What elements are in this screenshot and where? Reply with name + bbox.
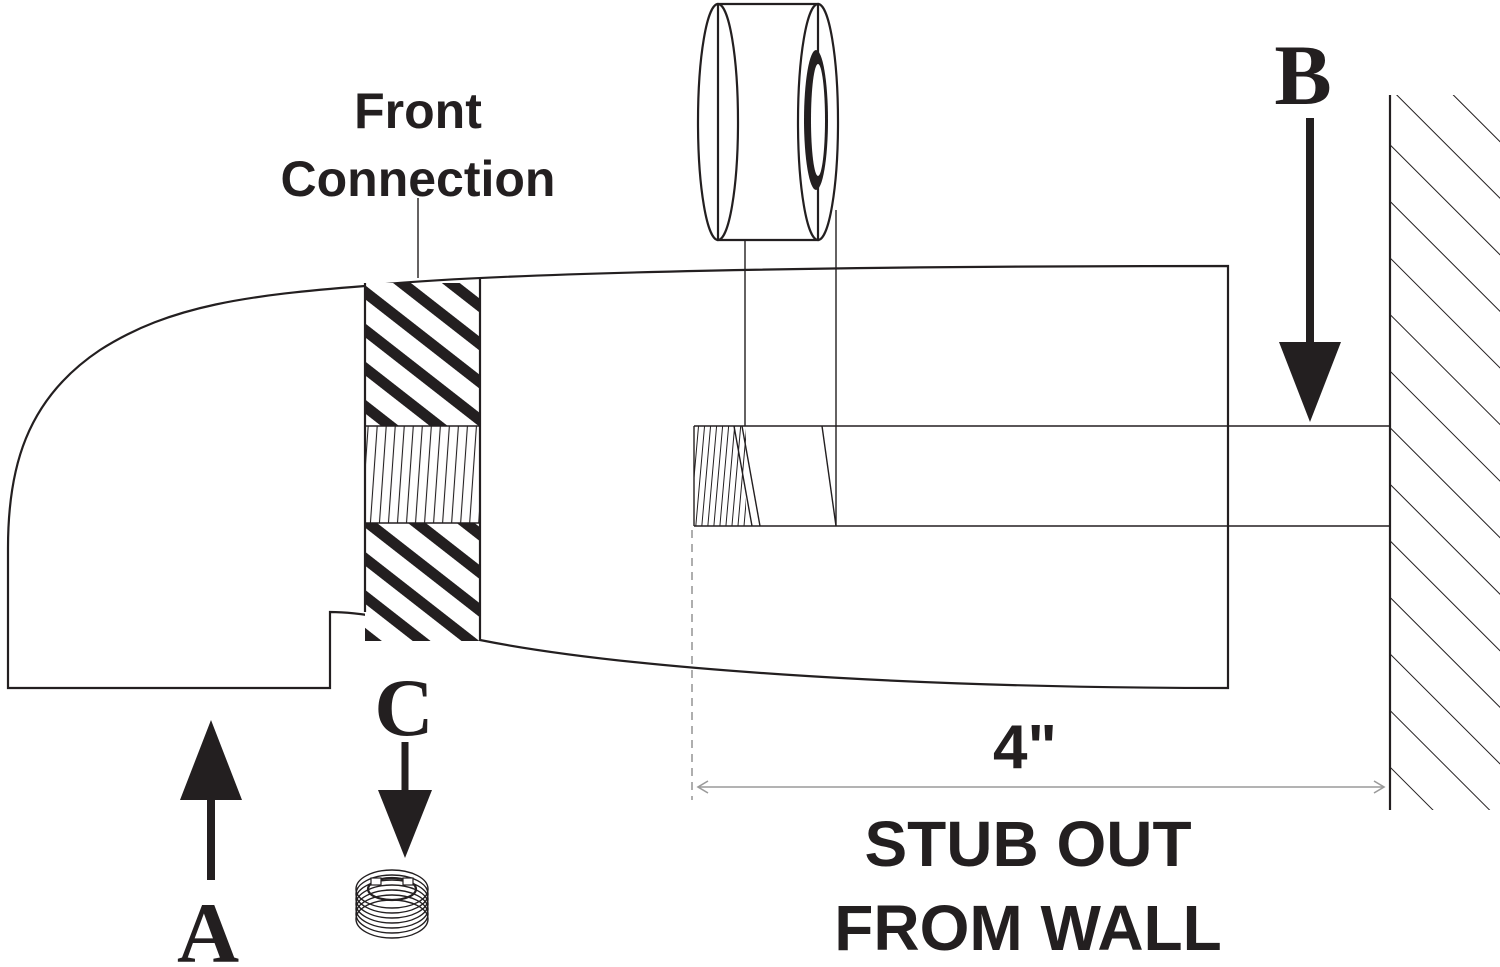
dimension-line [691, 530, 1386, 800]
front-connection-band [363, 278, 482, 641]
arrow-b [1279, 118, 1341, 422]
dimension-label: 4" [993, 713, 1057, 782]
stub-out-label-line1: STUB OUT [864, 808, 1191, 880]
stub-out-label-line2: FROM WALL [834, 892, 1221, 964]
marker-b-label: B [1274, 27, 1331, 123]
arrow-a [180, 720, 242, 880]
stub-out-pipe [693, 425, 1390, 527]
marker-a-label: A [177, 885, 239, 967]
front-connection-label-line2: Connection [281, 151, 556, 207]
wall [1388, 95, 1500, 810]
front-connection-label-line1: Front [354, 83, 482, 139]
thread-seal-tape-roll-icon [696, 2, 840, 526]
spout-body [6, 264, 1230, 690]
marker-c-label: C [374, 662, 433, 753]
threaded-adapter-ring-icon [355, 869, 429, 939]
arrow-c [378, 742, 432, 858]
